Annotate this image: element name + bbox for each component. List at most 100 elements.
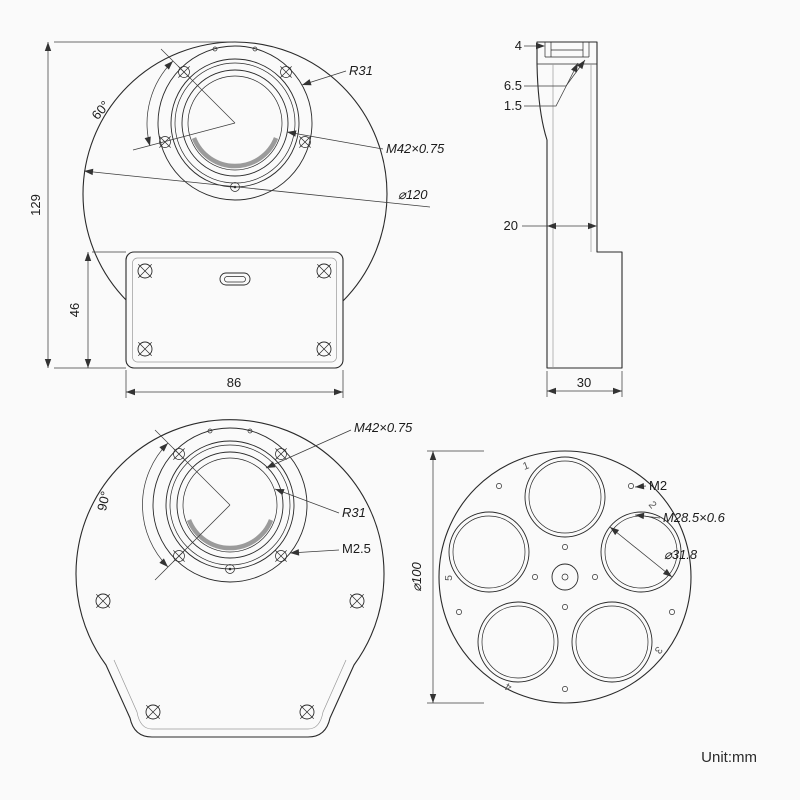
corner-screw [316, 263, 332, 279]
slot-label-4: 4 [503, 680, 514, 693]
leader-line [274, 488, 340, 514]
corner-screw [95, 593, 111, 609]
arrowhead [547, 387, 556, 395]
filter-hole-3 [571, 601, 653, 683]
corner-screw [137, 341, 153, 357]
pin-hole [207, 428, 213, 434]
slot-label-5: 5 [443, 575, 455, 581]
dim-screw-size: M2.5 [342, 541, 371, 556]
arrowhead [266, 461, 276, 468]
angle-leg [160, 48, 236, 124]
hub-hole [562, 544, 568, 550]
bore-shadow [191, 137, 279, 169]
arrowhead [275, 489, 285, 496]
mount-bore-circle [182, 457, 278, 553]
corner-screw [349, 593, 365, 609]
arrowhead [429, 451, 437, 460]
mount-outer-ring [152, 427, 308, 583]
arrowhead [287, 130, 297, 137]
corner-screw [137, 263, 153, 279]
mount-outer-ring [157, 45, 313, 201]
carousel-view: 1 2 3 4 5 ⌀100 M2 M28.5×0.6 ⌀31.8 [409, 450, 726, 704]
dim-body-thickness: 20 [504, 218, 518, 233]
arrowhead [290, 549, 300, 556]
arrowhead [144, 136, 151, 146]
m2-hole [562, 686, 568, 692]
usb-port [219, 272, 251, 286]
unit-note: Unit:mm [701, 749, 757, 766]
arrowhead [84, 359, 92, 368]
dim-body-diameter: ⌀120 [398, 187, 428, 202]
corner-screw [316, 341, 332, 357]
mount-thread-circle [181, 69, 289, 177]
m2-hole [456, 609, 462, 615]
hub-hole [592, 574, 598, 580]
dim-filter-diameter: ⌀31.8 [664, 547, 698, 562]
filter-hole-4 [477, 601, 559, 683]
rear-view: 90° M42×0.75 R31 M2.5 [75, 419, 413, 738]
angle-leg [154, 504, 231, 581]
corner-screw [299, 704, 315, 720]
dim-screw-size: M2 [649, 478, 667, 493]
arrowhead [334, 388, 343, 396]
dim-ring-radius: R31 [349, 63, 373, 78]
arrowhead [84, 168, 94, 176]
pin-hole [252, 46, 258, 52]
dim-thread: M42×0.75 [386, 141, 445, 156]
filter-hole-5 [448, 511, 530, 593]
mount-screw [275, 448, 287, 460]
hub-center-hole [561, 573, 569, 581]
mount-ring-inner [174, 62, 296, 184]
dim-screw-angle: 90° [94, 490, 113, 513]
arrowhead [635, 512, 645, 520]
angle-arc [142, 442, 169, 568]
leader-line [286, 131, 384, 150]
arrowhead [547, 222, 556, 230]
dim-total-thickness: 30 [577, 375, 591, 390]
arrowhead [536, 42, 545, 50]
arrowhead [159, 558, 168, 567]
arrowhead [613, 387, 622, 395]
arrowhead [44, 359, 52, 368]
arrowhead [84, 252, 92, 261]
dim-filter-thread: M28.5×0.6 [663, 510, 726, 525]
arrowhead [44, 42, 52, 51]
arrowhead [571, 63, 578, 73]
index-pin [225, 564, 235, 574]
usb-port-inner [224, 276, 246, 283]
corner-screw [145, 704, 161, 720]
mount-screw [280, 66, 292, 78]
mount-thread-circle [176, 451, 284, 559]
arrowhead [588, 222, 597, 230]
m2-hole [628, 483, 634, 489]
leader-line [265, 429, 352, 469]
arrowhead [635, 483, 645, 490]
pin-hole [247, 428, 253, 434]
dim-wheel-diameter: ⌀100 [409, 561, 424, 591]
pin-hole [212, 46, 218, 52]
hub-hole [532, 574, 538, 580]
dim-bore-depth: 6.5 [504, 78, 522, 93]
leader-line [83, 170, 431, 208]
index-pin-dot [228, 567, 232, 571]
arrowhead [429, 694, 437, 703]
angle-arc [146, 60, 174, 147]
arrowhead [126, 388, 135, 396]
m2-hole [496, 483, 502, 489]
side-view: 4 6.5 1.5 20 30 [504, 38, 623, 397]
arrowhead [577, 60, 585, 70]
mount-ring-inner [169, 444, 291, 566]
hub-hole [562, 604, 568, 610]
mount-screw [299, 136, 311, 148]
arrowhead [164, 61, 173, 70]
angle-leg [154, 429, 231, 506]
dim-step: 1.5 [504, 98, 522, 113]
arrowhead [159, 443, 168, 452]
dim-overall-height: 129 [28, 194, 43, 216]
bore-shadow [186, 519, 274, 551]
side-outline [536, 41, 623, 369]
front-motor-box [125, 251, 344, 369]
hub-circle [551, 563, 579, 591]
dim-thread: M42×0.75 [354, 420, 413, 435]
